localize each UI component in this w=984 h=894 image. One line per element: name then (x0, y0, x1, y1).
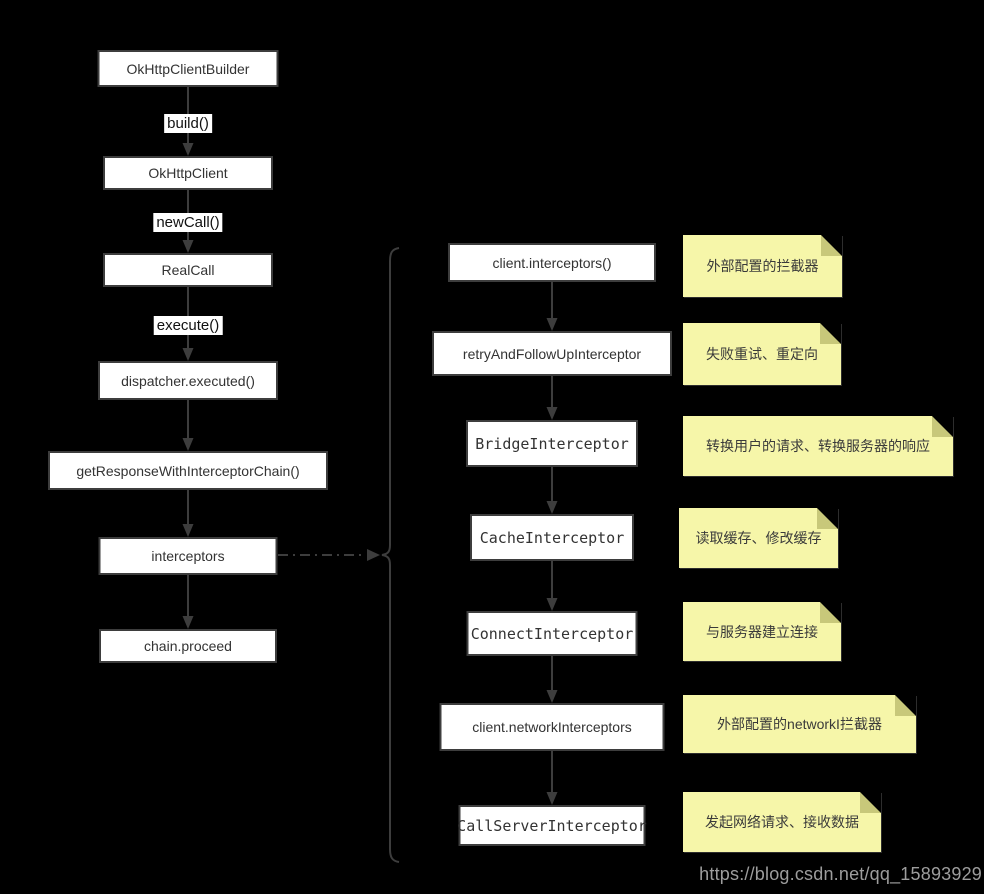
note-bridgeinterceptor: 转换用户的请求、转换服务器的响应 (683, 416, 953, 476)
arrow-chain-6 (546, 751, 558, 805)
dashdot-connector (278, 549, 380, 561)
arrow-chain-5 (546, 656, 558, 703)
chain-node-client-interceptors: client.interceptors() (448, 243, 656, 282)
chain-node-client-networkinterceptors: client.networkInterceptors (439, 703, 665, 751)
node-dispatcher-executed: dispatcher.executed() (98, 361, 278, 400)
node-getresponsewithinterceptorchain: getResponseWithInterceptorChain() (48, 451, 328, 490)
edge-label-execute: execute() (153, 316, 223, 335)
chain-node-retryandfollowupinterceptor: retryAndFollowUpInterceptor (432, 331, 672, 376)
note-callserverinterceptor: 发起网络请求、接收数据 (683, 792, 881, 852)
chain-node-cacheinterceptor: CacheInterceptor (470, 514, 634, 561)
arrow-to-getresponse (182, 400, 194, 451)
arrow-chain-2 (546, 376, 558, 420)
node-chain-proceed: chain.proceed (99, 629, 277, 663)
note-retryandfollowup: 失败重试、重定向 (683, 323, 841, 385)
note-networkinterceptors: 外部配置的networkI拦截器 (683, 695, 916, 753)
arrow-to-interceptors (182, 490, 194, 537)
chain-brace-icon (381, 247, 400, 863)
arrow-chain-3 (546, 467, 558, 514)
chain-node-callserverinterceptor: CallServerInterceptor (457, 805, 647, 846)
edge-label-newcall: newCall() (153, 213, 223, 232)
chain-node-connectinterceptor: ConnectInterceptor (466, 611, 638, 656)
flow-arrows (182, 87, 558, 805)
arrow-chain-1 (546, 282, 558, 331)
arrow-to-chainproceed (182, 575, 194, 629)
note-connectinterceptor: 与服务器建立连接 (683, 602, 841, 661)
note-cacheinterceptor: 读取缓存、修改缓存 (679, 508, 838, 568)
node-interceptors: interceptors (98, 537, 278, 575)
edge-label-build: build() (164, 114, 212, 133)
node-realcall: RealCall (103, 253, 273, 287)
watermark-url: https://blog.csdn.net/qq_15893929 (699, 864, 982, 884)
node-okhttpclientbuilder: OkHttpClientBuilder (97, 50, 279, 87)
chain-node-bridgeinterceptor: BridgeInterceptor (466, 420, 638, 467)
note-client-interceptors: 外部配置的拦截器 (683, 235, 842, 297)
arrow-chain-4 (546, 561, 558, 611)
node-okhttpclient: OkHttpClient (103, 156, 273, 190)
